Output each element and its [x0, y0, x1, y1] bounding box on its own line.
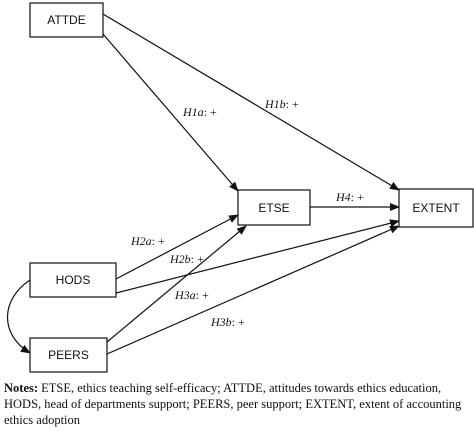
path-attde-etse [102, 33, 239, 192]
figure-notes: Notes: ETSE, ethics teaching self-effica… [4, 380, 470, 428]
node-peers-label: PEERS [48, 348, 89, 362]
hyp-label-h2b: H2b: + [169, 252, 204, 266]
hyp-label-h1b: H1b: + [264, 97, 299, 111]
research-model-diagram: ATTDE ETSE EXTENT HODS PEERS H1a: + H1b:… [7, 2, 474, 373]
notes-prefix: Notes: [4, 381, 39, 395]
node-etse: ETSE [237, 189, 311, 226]
node-attde-label: ATTDE [47, 13, 85, 27]
path-peers-etse [106, 225, 247, 343]
path-attde-extent [102, 13, 400, 191]
path-hods-etse [115, 214, 239, 280]
hyp-label-h3b: H3b: + [210, 315, 245, 329]
hyp-label-h1a: H1a: + [182, 105, 217, 119]
path-hods-extent [115, 219, 400, 294]
node-extent: EXTENT [398, 188, 474, 228]
node-hods: HODS [29, 262, 117, 298]
node-etse-label: ETSE [258, 201, 289, 215]
node-hods-label: HODS [56, 273, 91, 287]
node-extent-label: EXTENT [412, 201, 460, 215]
hyp-label-h4: H4: + [335, 190, 364, 204]
notes-text: ETSE, ethics teaching self-efficacy; ATT… [4, 381, 462, 427]
correlation-hods-peers [7, 271, 40, 354]
hyp-label-h2a: H2a: + [130, 234, 165, 248]
node-peers: PEERS [29, 337, 108, 373]
path-peers-extent [106, 225, 400, 355]
hyp-label-h3a: H3a: + [174, 288, 209, 302]
node-attde: ATTDE [29, 2, 104, 38]
